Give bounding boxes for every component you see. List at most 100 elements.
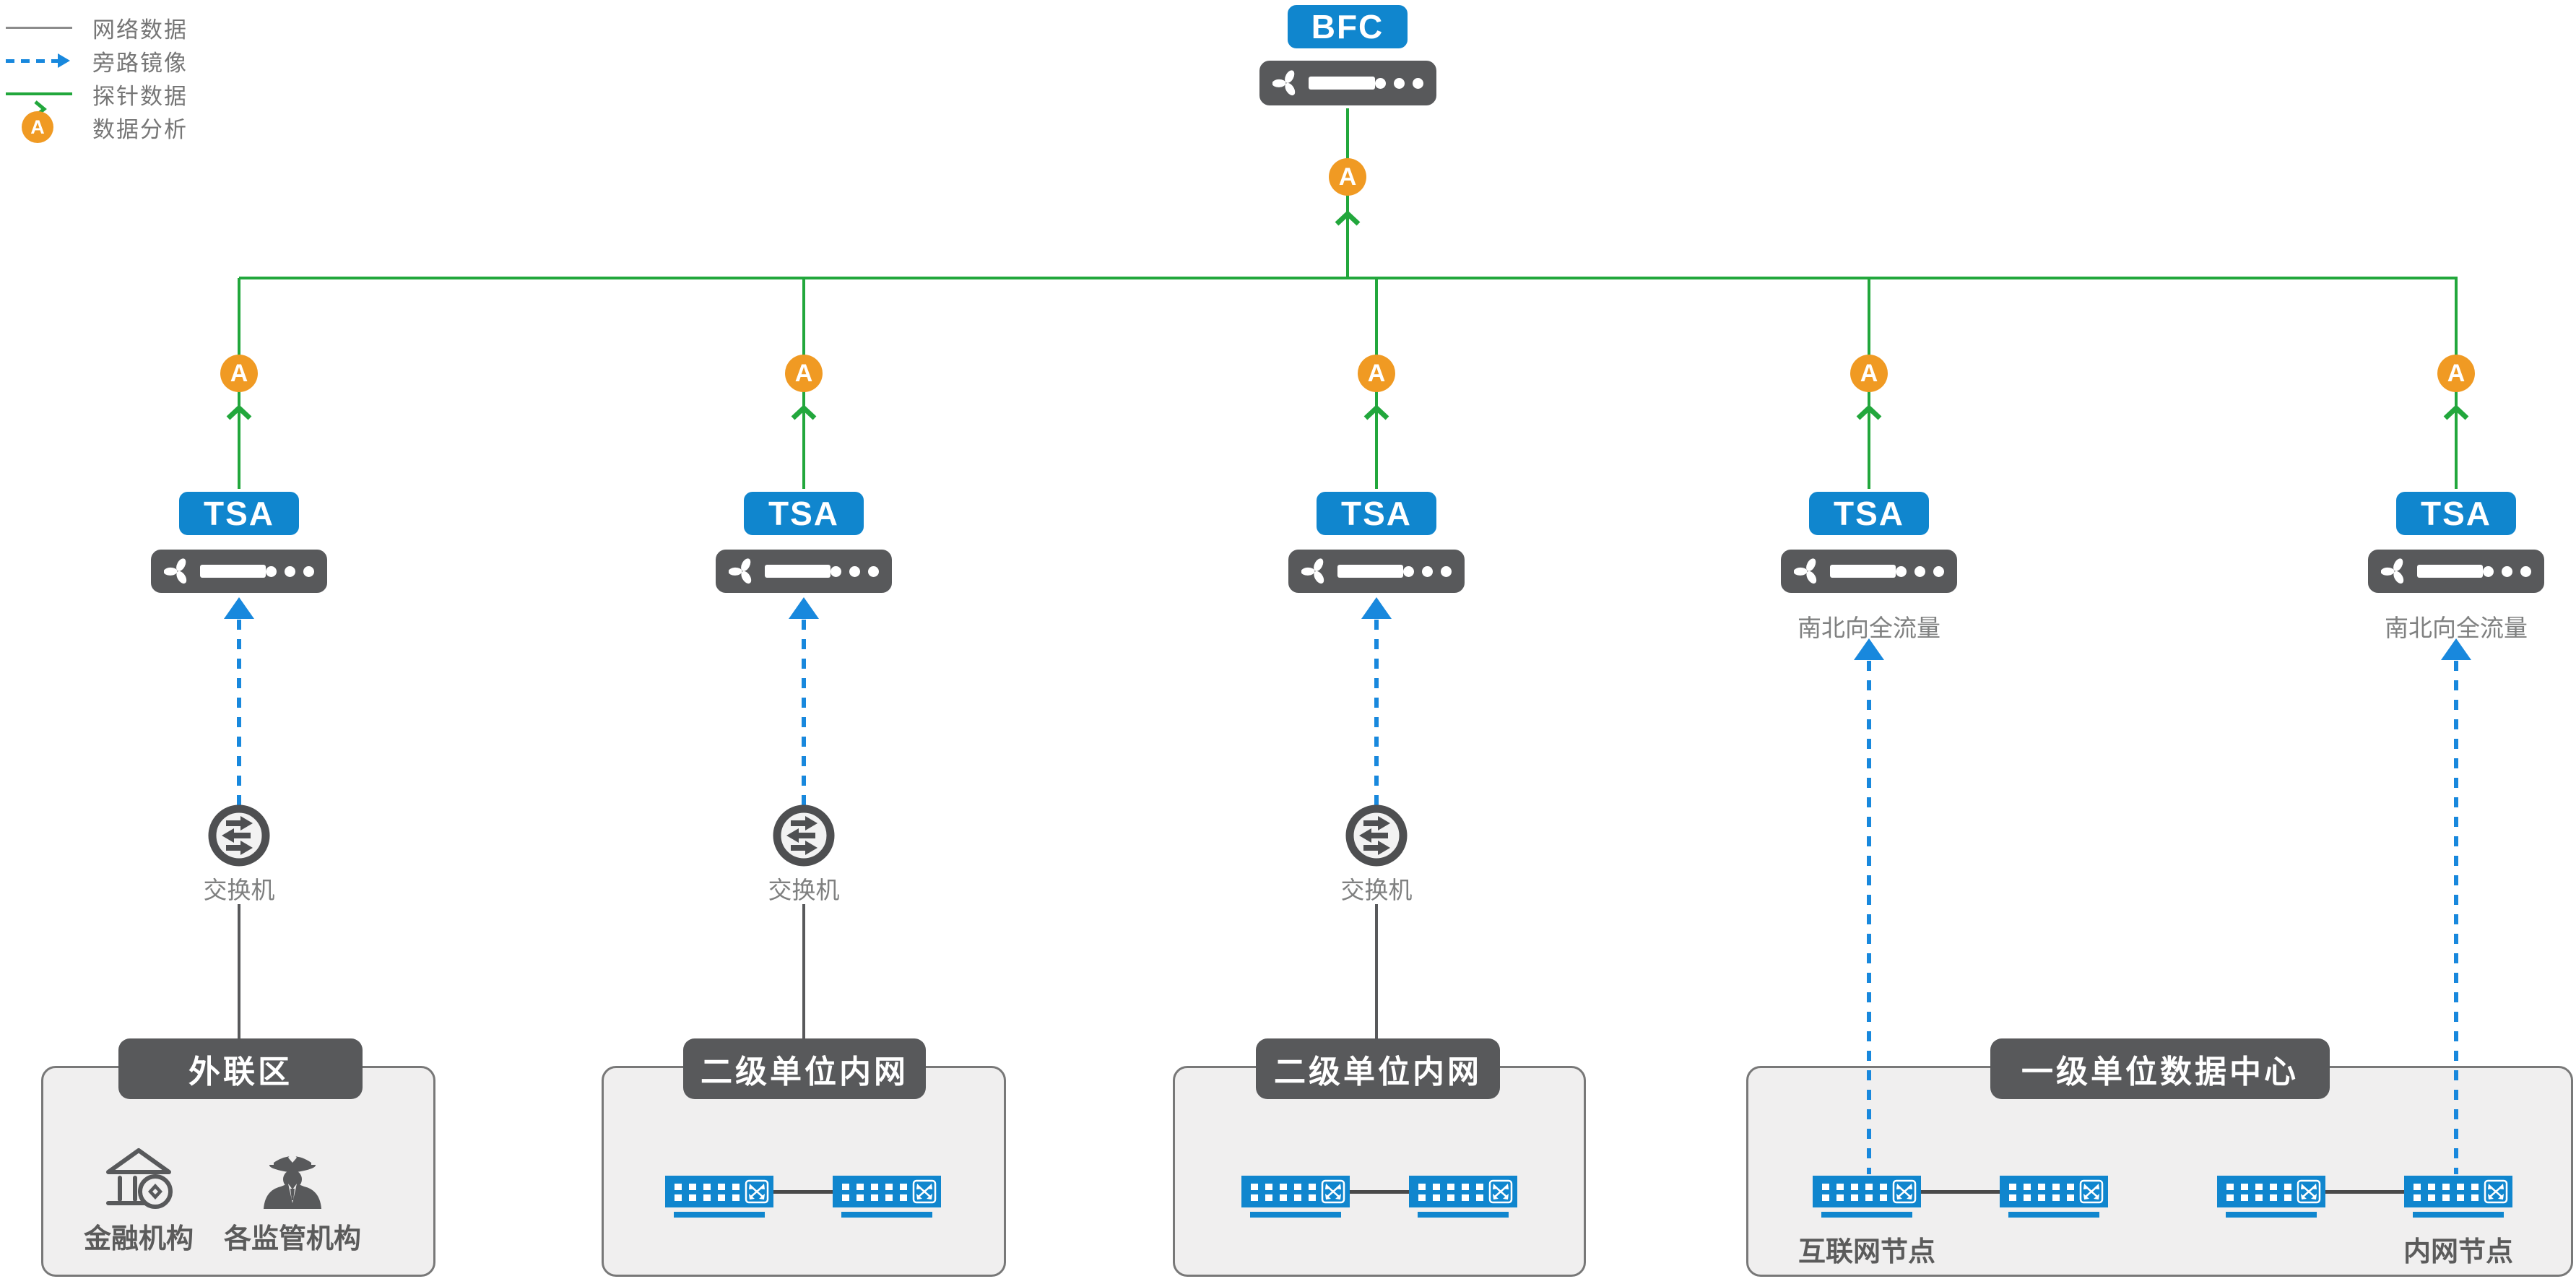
tsa-appliance <box>713 547 895 596</box>
tsa-node-label: TSA <box>741 489 867 538</box>
device-leds <box>2483 565 2531 577</box>
fan-icon <box>1272 69 1300 97</box>
mirror-line <box>2454 661 2458 1174</box>
bfc-appliance <box>1257 58 1439 108</box>
node-label-intranet: 内网节点 <box>2403 1237 2513 1267</box>
tsa-node-label: TSA <box>1806 489 1932 538</box>
analysis-badge-icon: A <box>6 111 78 143</box>
zone-title: 二级单位内网 <box>683 1038 926 1099</box>
device-screen <box>1337 565 1403 578</box>
traffic-label: 南北向全流量 <box>2385 615 2528 641</box>
legend-item-probe-data: 探针数据 <box>6 77 188 118</box>
tsa-node-label: TSA <box>1314 489 1439 538</box>
analysis-badge: A <box>1850 355 1888 392</box>
network-link <box>1921 1190 2000 1194</box>
mirror-arrow-icon <box>1361 597 1392 619</box>
mirror-arrow-icon <box>2441 638 2471 660</box>
switch-icon <box>207 804 271 867</box>
switch-icon <box>1345 804 1408 867</box>
switch-label: 交换机 <box>768 877 840 903</box>
up-arrow-icon <box>1855 404 1883 422</box>
up-arrow-icon <box>789 404 818 422</box>
blue-switch-icon <box>2404 1176 2512 1218</box>
zone-title: 二级单位内网 <box>1256 1038 1500 1099</box>
member-label: 金融机构 <box>83 1224 194 1254</box>
blue-switch-icon <box>2000 1176 2108 1218</box>
blue-switch-icon <box>833 1176 941 1218</box>
device-leds <box>1896 565 1944 577</box>
tsa-appliance <box>148 547 330 596</box>
legend: 网络数据 旁路镜像 探针数据 A 数据分析 <box>6 11 188 144</box>
mirror-arrow-icon <box>789 597 819 619</box>
device-screen <box>200 565 266 578</box>
blue-switch-icon <box>665 1176 773 1218</box>
mirror-line <box>1374 620 1379 806</box>
blue-switch-icon <box>2217 1176 2325 1218</box>
traffic-label: 南北向全流量 <box>1797 615 1940 641</box>
blue-switch-icon <box>1409 1176 1517 1218</box>
mirror-arrow-icon <box>224 597 254 619</box>
network-line <box>802 904 805 1040</box>
blue-switch-icon <box>1241 1176 1350 1218</box>
tsa-appliance <box>1285 547 1467 596</box>
solid-line-icon <box>6 26 78 29</box>
legend-label: 旁路镜像 <box>92 50 188 76</box>
dashed-arrow-icon <box>6 53 78 68</box>
zone-title: 一级单位数据中心 <box>1990 1038 2330 1099</box>
legend-label: 网络数据 <box>92 17 188 43</box>
tsa-appliance <box>2365 547 2547 596</box>
zone-secondary-intranet-1 <box>602 1066 1006 1277</box>
tsa-appliance <box>1778 547 1960 596</box>
fan-icon <box>729 558 756 585</box>
switch-label: 交换机 <box>1340 877 1413 903</box>
zone-title: 外联区 <box>118 1038 363 1099</box>
analysis-badge: A <box>2437 355 2475 392</box>
mirror-line <box>802 620 806 806</box>
network-link <box>773 1190 833 1194</box>
device-leds <box>1375 77 1423 89</box>
fan-icon <box>1794 558 1821 585</box>
fan-icon <box>2381 558 2408 585</box>
switch-label: 交换机 <box>203 877 275 903</box>
fan-icon <box>164 558 191 585</box>
member-label: 各监管机构 <box>223 1224 361 1254</box>
zone-primary-datacenter <box>1746 1066 2573 1277</box>
blue-switch-icon <box>1813 1176 1921 1218</box>
device-leds <box>1403 565 1452 577</box>
device-screen <box>2417 565 2483 578</box>
analysis-badge: A <box>1358 355 1395 392</box>
device-leds <box>266 565 314 577</box>
network-line <box>238 904 240 1040</box>
device-screen <box>765 565 831 578</box>
device-leds <box>831 565 879 577</box>
up-arrow-icon <box>225 404 253 422</box>
fan-icon <box>1301 558 1329 585</box>
network-link <box>1350 1190 1409 1194</box>
legend-label: 数据分析 <box>92 116 188 142</box>
tsa-node-label: TSA <box>176 489 302 538</box>
device-screen <box>1309 77 1375 90</box>
analysis-badge: A <box>220 355 258 392</box>
network-link <box>2325 1190 2404 1194</box>
green-arrow-icon <box>6 92 78 118</box>
mirror-line <box>237 620 241 806</box>
up-arrow-icon <box>1333 210 1362 227</box>
network-line <box>1375 904 1378 1040</box>
probe-trunk-line <box>239 277 2458 279</box>
node-label-internet: 互联网节点 <box>1797 1237 1935 1267</box>
legend-item-data-analysis: A 数据分析 <box>6 110 188 144</box>
analysis-badge: A <box>785 355 823 392</box>
mirror-line <box>1867 661 1871 1174</box>
switch-icon <box>772 804 836 867</box>
bank-icon <box>103 1145 175 1211</box>
legend-item-bypass-mirror: 旁路镜像 <box>6 44 188 77</box>
tsa-node-label: TSA <box>2393 489 2519 538</box>
device-screen <box>1830 565 1896 578</box>
analysis-badge-root: A <box>1329 158 1366 196</box>
police-icon <box>264 1153 321 1209</box>
legend-label: 探针数据 <box>92 83 188 109</box>
up-arrow-icon <box>1362 404 1391 422</box>
bfc-node-label: BFC <box>1285 2 1410 51</box>
legend-item-network-data: 网络数据 <box>6 11 188 44</box>
